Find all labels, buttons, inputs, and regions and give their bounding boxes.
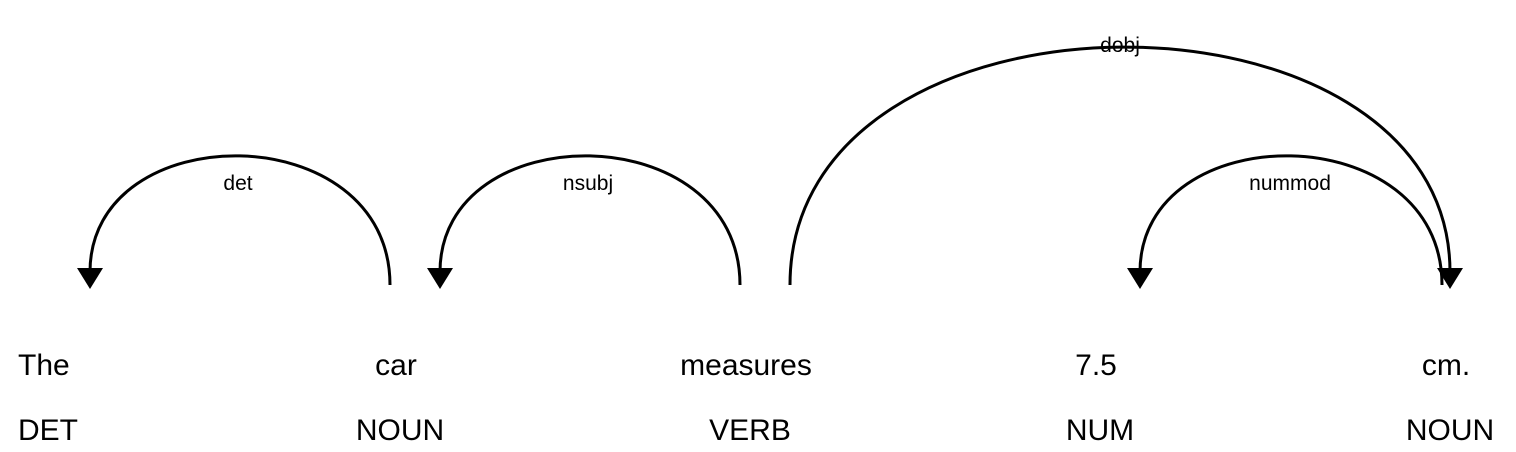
token-tag: NOUN — [1406, 414, 1494, 447]
svg-text:nsubj: nsubj — [563, 172, 613, 195]
arrowhead-icon — [77, 268, 103, 289]
token-tag: NUM — [1066, 414, 1134, 447]
token-word: cm. — [1422, 349, 1470, 382]
arc-det-curve — [88, 154, 392, 286]
arc-label-det: det — [223, 172, 252, 195]
token-tag: NOUN — [356, 414, 444, 447]
arc-label-nsubj: nsubj — [563, 172, 613, 195]
arc-dobj: dobj — [788, 34, 1463, 289]
arc-nummod-curve — [1138, 154, 1444, 286]
svg-text:nummod: nummod — [1249, 172, 1331, 195]
token-word: 7.5 — [1075, 349, 1117, 382]
arc-nsubj-curve — [438, 154, 742, 286]
token-word: measures — [680, 349, 812, 382]
arc-label-dobj: dobj — [1100, 34, 1140, 57]
arc-nsubj: nsubj — [427, 154, 742, 289]
arc-label-nummod: nummod — [1249, 172, 1331, 195]
token-word: car — [375, 349, 417, 382]
token-tag: VERB — [709, 414, 791, 447]
arrowhead-icon — [1127, 268, 1153, 289]
arrowhead-icon — [427, 268, 453, 289]
arc-dobj-curve — [788, 45, 1452, 286]
arc-nummod: nummod — [1127, 154, 1444, 289]
token-word: The — [18, 349, 70, 382]
arrowhead-icon — [1437, 268, 1463, 289]
token-tag: DET — [18, 414, 78, 447]
arc-det: det — [77, 154, 392, 289]
svg-text:det: det — [223, 172, 252, 195]
svg-text:dobj: dobj — [1100, 34, 1140, 57]
